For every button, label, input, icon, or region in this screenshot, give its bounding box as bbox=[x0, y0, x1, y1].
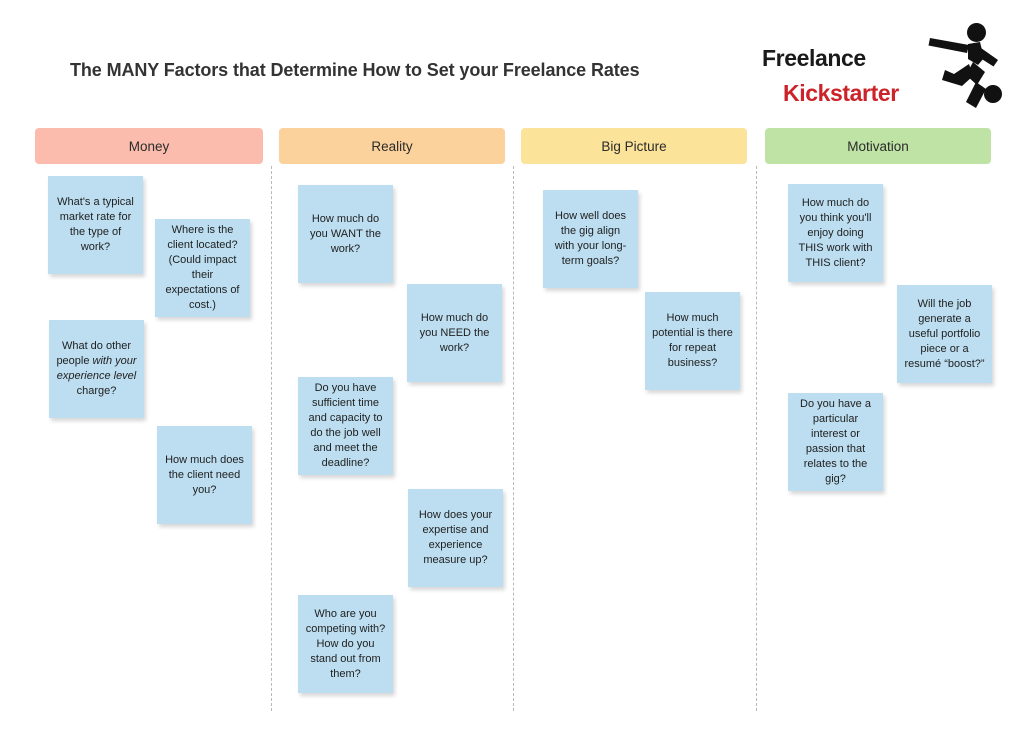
sticky-note-text: What do other people with your experienc… bbox=[56, 340, 137, 397]
soccer-player-kicking-ball-icon bbox=[928, 23, 1002, 108]
sticky-note-text: Where is the client located? (Could impa… bbox=[165, 224, 240, 311]
sticky-note[interactable]: Will the job generate a useful portfolio… bbox=[897, 285, 992, 383]
sticky-note-text: What's a typical market rate for the typ… bbox=[57, 196, 134, 253]
column-divider-money bbox=[270, 166, 272, 711]
column-divider-reality bbox=[512, 166, 514, 711]
column-header-label: Big Picture bbox=[601, 138, 667, 154]
sticky-note-text: How well does the gig align with your lo… bbox=[554, 210, 627, 267]
sticky-note[interactable]: Where is the client located? (Could impa… bbox=[155, 219, 250, 317]
brand-wordmark: Freelance Kickstarter bbox=[757, 18, 917, 110]
sticky-note[interactable]: How much does the client need you? bbox=[157, 426, 252, 524]
column-header-reality[interactable]: Reality bbox=[279, 128, 505, 164]
sticky-note-text: Do you have a particular interest or pas… bbox=[800, 398, 871, 485]
sticky-note-text: How much do you think you'll enjoy doing… bbox=[798, 196, 873, 269]
sticky-note-text: How much do you NEED the work? bbox=[419, 311, 490, 354]
brand-name-freelance: Freelance bbox=[762, 45, 866, 71]
sticky-note[interactable]: How much do you think you'll enjoy doing… bbox=[788, 184, 883, 282]
column-header-label: Motivation bbox=[847, 138, 909, 154]
sticky-note-text: Who are you competing with? How do you s… bbox=[305, 607, 386, 680]
sticky-note-text: How much does the client need you? bbox=[165, 453, 244, 496]
column-header-label: Reality bbox=[371, 138, 413, 154]
sticky-note-text: How does your expertise and experience m… bbox=[418, 509, 493, 566]
sticky-note-text: How much do you WANT the work? bbox=[310, 212, 381, 255]
column-header-label: Money bbox=[128, 138, 170, 154]
page-title: The MANY Factors that Determine How to S… bbox=[70, 60, 640, 80]
sticky-note[interactable]: Do you have sufficient time and capacity… bbox=[298, 377, 393, 475]
sticky-note[interactable]: How much potential is there for repeat b… bbox=[645, 292, 740, 390]
sticky-note-text: Do you have sufficient time and capacity… bbox=[308, 382, 383, 469]
column-header-big-picture[interactable]: Big Picture bbox=[521, 128, 747, 164]
brand-name-kickstarter: Kickstarter bbox=[783, 80, 899, 106]
sticky-note-text: How much potential is there for repeat b… bbox=[652, 312, 733, 369]
sticky-note[interactable]: Do you have a particular interest or pas… bbox=[788, 393, 883, 491]
sticky-note-text: Will the job generate a useful portfolio… bbox=[904, 297, 985, 370]
sticky-note[interactable]: How much do you NEED the work? bbox=[407, 284, 502, 382]
sticky-note[interactable]: How well does the gig align with your lo… bbox=[543, 190, 638, 288]
sticky-note[interactable]: What's a typical market rate for the typ… bbox=[48, 176, 143, 274]
sticky-note[interactable]: How much do you WANT the work? bbox=[298, 185, 393, 283]
brand-logo: Freelance Kickstarter bbox=[757, 18, 1002, 110]
column-header-money[interactable]: Money bbox=[35, 128, 263, 164]
sticky-note[interactable]: How does your expertise and experience m… bbox=[408, 489, 503, 587]
column-divider-big-picture bbox=[755, 166, 757, 711]
column-header-motivation[interactable]: Motivation bbox=[765, 128, 991, 164]
sticky-note[interactable]: What do other people with your experienc… bbox=[49, 320, 144, 418]
sticky-note[interactable]: Who are you competing with? How do you s… bbox=[298, 595, 393, 693]
